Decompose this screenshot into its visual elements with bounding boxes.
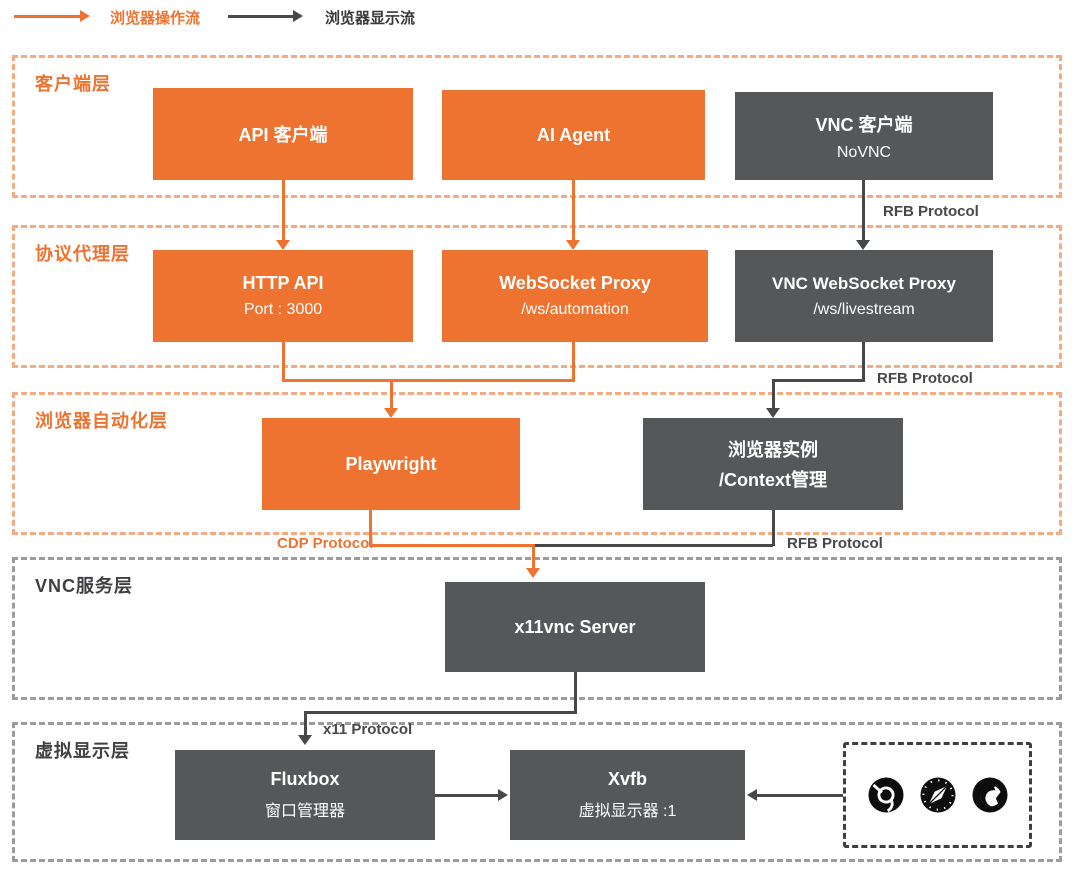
line-httpapi-down [281,342,285,382]
firefox-icon [972,777,1007,813]
layer-virtual-display-label: 虚拟显示层 [35,741,130,761]
arrow-to-x11vnc [531,545,535,568]
line-instance-bend [531,543,773,547]
arrow-agent-to-wsproxy-head-icon [566,240,580,250]
http-api-title: HTTP API [242,273,324,293]
vnc-client-subtitle: NoVNC [836,143,892,161]
line-vncwsproxy-bend [771,378,865,382]
arrow-to-fluxbox [303,712,307,735]
xvfb-subtitle: 虚拟显示器 :1 [578,803,677,820]
line-x11vnc-bend [303,710,577,714]
legend-display-arrow-line [228,15,293,18]
ai-agent-node: AI Agent [442,90,705,180]
cdp-protocol-label: CDP Protocol [277,535,374,552]
arrow-to-fluxbox-head-icon [298,735,312,745]
line-vncwsproxy-down [861,342,865,382]
layer-client-label: 客户端层 [35,74,111,94]
browser-instance-title: 浏览器实例 [728,440,818,460]
vnc-client-node: VNC 客户端 NoVNC [735,92,993,180]
http-api-node: HTTP API Port : 3000 [153,250,413,342]
xvfb-title: Xvfb [607,769,647,789]
rfb-protocol-label-instance: RFB Protocol [787,535,883,552]
legend-operation-arrowhead-icon [80,10,90,22]
rfb-protocol-label-proxy: RFB Protocol [877,370,973,387]
arrow-bus-to-playwright [389,380,393,408]
layer-client: 客户端层 [12,55,1062,198]
arrow-agent-to-wsproxy [571,180,575,240]
arrow-browsers-to-xvfb [757,793,843,797]
arrow-bus-to-playwright-head-icon [384,408,398,418]
arrow-fluxbox-to-xvfb [435,793,498,797]
line-playwright-down [368,510,372,546]
vnc-client-title: VNC 客户端 [815,114,913,135]
api-client-node: API 客户端 [153,88,413,180]
api-client-title: API 客户端 [238,125,328,145]
legend-operation-arrow-line [14,15,80,18]
layer-virtual-display: 虚拟显示层 [12,722,1062,862]
line-orange-bus [281,378,575,382]
browser-instance-node: 浏览器实例 /Context管理 [643,418,903,510]
websocket-proxy-node: WebSocket Proxy /ws/automation [442,250,708,342]
rfb-protocol-label-client: RFB Protocol [883,203,979,220]
chrome-icon [868,777,903,813]
legend-operation-flow-label: 浏览器操作流 [110,10,201,27]
arrow-vncclient-to-vncwsproxy [861,180,865,240]
xvfb-node: Xvfb 虚拟显示器 :1 [510,750,745,840]
playwright-node: Playwright [262,418,520,510]
legend-display-arrowhead-icon [293,10,303,22]
x11vnc-server-title: x11vnc Server [514,616,636,637]
fluxbox-node: Fluxbox 窗口管理器 [175,750,435,840]
browsers-box [843,742,1032,848]
arrow-to-browser-instance-head-icon [766,408,780,418]
legend-display-flow-label: 浏览器显示流 [325,10,416,27]
ai-agent-title: AI Agent [536,124,611,145]
line-wsproxy-down [571,342,575,382]
arrow-vncclient-to-vncwsproxy-head-icon [856,240,870,250]
layer-vnc-service: VNC服务层 [12,557,1062,700]
safari-icon [920,777,955,813]
arrow-fluxbox-to-xvfb-head-icon [498,789,508,801]
layer-vnc-service-label: VNC服务层 [35,576,134,596]
vnc-websocket-proxy-node: VNC WebSocket Proxy /ws/livestream [735,250,993,342]
vnc-websocket-proxy-subtitle: /ws/livestream [813,300,915,318]
arrow-to-x11vnc-head-icon [526,568,540,578]
arrow-api-to-httpapi-head-icon [276,240,290,250]
arrow-to-browser-instance [771,380,775,408]
playwright-title: Playwright [345,453,437,474]
line-x11vnc-down [573,672,577,713]
http-api-subtitle: Port : 3000 [243,301,323,318]
x11-protocol-label: x11 Protocol [323,721,413,738]
layer-browser-automation-label: 浏览器自动化层 [35,411,168,431]
fluxbox-title: Fluxbox [270,769,340,789]
line-playwright-bend [368,543,535,547]
layer-browser-automation: 浏览器自动化层 [12,392,1062,535]
layer-protocol-proxy: 协议代理层 [12,225,1062,368]
line-instance-down [771,510,775,546]
websocket-proxy-subtitle: /ws/automation [521,301,629,318]
websocket-proxy-title: WebSocket Proxy [499,273,651,293]
arrow-api-to-httpapi [281,180,285,240]
vnc-websocket-proxy-title: VNC WebSocket Proxy [772,273,956,293]
x11vnc-server-node: x11vnc Server [445,582,705,672]
browser-instance-subtitle: /Context管理 [719,470,827,490]
fluxbox-subtitle: 窗口管理器 [264,803,345,820]
layer-protocol-proxy-label: 协议代理层 [35,244,130,264]
arrow-browsers-to-xvfb-head-icon [747,789,757,801]
